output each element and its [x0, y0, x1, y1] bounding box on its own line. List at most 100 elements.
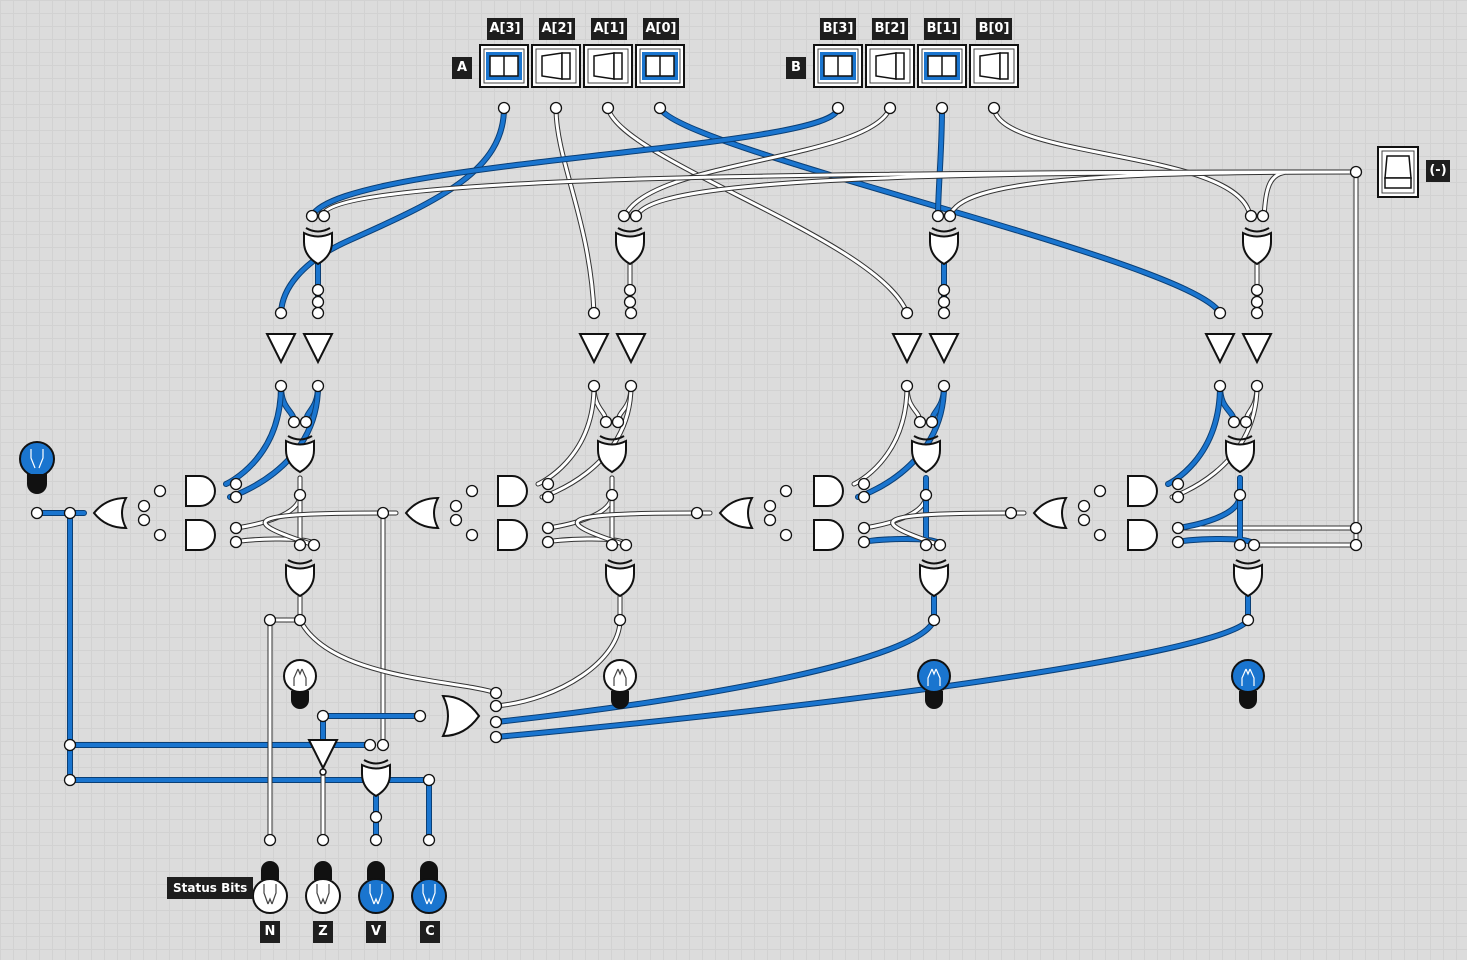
pin[interactable]: [153, 528, 167, 542]
pin[interactable]: [449, 499, 463, 513]
pin[interactable]: [293, 613, 307, 627]
pin[interactable]: [857, 521, 871, 535]
pin[interactable]: [690, 506, 704, 520]
pin[interactable]: [619, 538, 633, 552]
pin[interactable]: [229, 490, 243, 504]
pin[interactable]: [293, 488, 307, 502]
pin[interactable]: [925, 415, 939, 429]
toggle-a1[interactable]: [583, 44, 633, 88]
pin[interactable]: [779, 484, 793, 498]
pin[interactable]: [541, 521, 555, 535]
pin[interactable]: [305, 209, 319, 223]
pin[interactable]: [311, 283, 325, 297]
pin[interactable]: [653, 101, 667, 115]
pin[interactable]: [919, 488, 933, 502]
pin[interactable]: [316, 709, 330, 723]
pin[interactable]: [137, 513, 151, 527]
pin[interactable]: [1250, 379, 1264, 393]
pin[interactable]: [63, 773, 77, 787]
pin[interactable]: [1171, 535, 1185, 549]
pin[interactable]: [299, 415, 313, 429]
pin[interactable]: [549, 101, 563, 115]
pin[interactable]: [617, 209, 631, 223]
pin[interactable]: [1213, 379, 1227, 393]
pin[interactable]: [449, 513, 463, 527]
toggle-a3[interactable]: [479, 44, 529, 88]
pin[interactable]: [599, 415, 613, 429]
toggle-subtract[interactable]: [1377, 146, 1419, 198]
pin[interactable]: [587, 379, 601, 393]
pin[interactable]: [779, 528, 793, 542]
pin[interactable]: [1093, 528, 1107, 542]
toggle-b2[interactable]: [865, 44, 915, 88]
pin[interactable]: [763, 513, 777, 527]
pin[interactable]: [857, 477, 871, 491]
pin[interactable]: [1233, 538, 1247, 552]
pin[interactable]: [900, 379, 914, 393]
pin[interactable]: [465, 528, 479, 542]
pin[interactable]: [317, 209, 331, 223]
toggle-b3[interactable]: [813, 44, 863, 88]
pin[interactable]: [263, 613, 277, 627]
pin[interactable]: [857, 535, 871, 549]
pin[interactable]: [1250, 295, 1264, 309]
pin[interactable]: [763, 499, 777, 513]
pin[interactable]: [422, 833, 436, 847]
pin[interactable]: [369, 810, 383, 824]
pin[interactable]: [63, 738, 77, 752]
pin[interactable]: [376, 738, 390, 752]
pin[interactable]: [1213, 306, 1227, 320]
pin[interactable]: [1239, 415, 1253, 429]
pin[interactable]: [63, 506, 77, 520]
pin[interactable]: [1241, 613, 1255, 627]
pin[interactable]: [489, 699, 503, 713]
pin[interactable]: [293, 538, 307, 552]
pin[interactable]: [1349, 538, 1363, 552]
pin[interactable]: [1244, 209, 1258, 223]
pin[interactable]: [857, 490, 871, 504]
pin[interactable]: [489, 715, 503, 729]
pin[interactable]: [624, 306, 638, 320]
pin[interactable]: [831, 101, 845, 115]
pin[interactable]: [611, 415, 625, 429]
pin[interactable]: [311, 306, 325, 320]
pin[interactable]: [1227, 415, 1241, 429]
pin[interactable]: [937, 295, 951, 309]
pin[interactable]: [933, 538, 947, 552]
pin[interactable]: [376, 506, 390, 520]
pin[interactable]: [153, 484, 167, 498]
pin[interactable]: [489, 730, 503, 744]
pin[interactable]: [987, 101, 1001, 115]
pin[interactable]: [274, 306, 288, 320]
pin[interactable]: [287, 415, 301, 429]
pin[interactable]: [613, 613, 627, 627]
pin[interactable]: [30, 506, 44, 520]
toggle-a2[interactable]: [531, 44, 581, 88]
pin[interactable]: [229, 521, 243, 535]
pin[interactable]: [629, 209, 643, 223]
pin[interactable]: [229, 535, 243, 549]
pin[interactable]: [274, 379, 288, 393]
toggle-b1[interactable]: [917, 44, 967, 88]
pin[interactable]: [623, 283, 637, 297]
pin[interactable]: [587, 306, 601, 320]
pin[interactable]: [624, 379, 638, 393]
pin[interactable]: [1077, 499, 1091, 513]
pin[interactable]: [307, 538, 321, 552]
pin[interactable]: [369, 833, 383, 847]
pin[interactable]: [263, 833, 277, 847]
pin[interactable]: [137, 499, 151, 513]
pin[interactable]: [489, 686, 503, 700]
pin[interactable]: [413, 709, 427, 723]
pin[interactable]: [937, 379, 951, 393]
pin[interactable]: [497, 101, 511, 115]
pin[interactable]: [1250, 283, 1264, 297]
pin[interactable]: [605, 538, 619, 552]
pin[interactable]: [316, 833, 330, 847]
pin[interactable]: [465, 484, 479, 498]
pin[interactable]: [1233, 488, 1247, 502]
pin[interactable]: [422, 773, 436, 787]
pin[interactable]: [605, 488, 619, 502]
pin[interactable]: [900, 306, 914, 320]
pin[interactable]: [1349, 521, 1363, 535]
